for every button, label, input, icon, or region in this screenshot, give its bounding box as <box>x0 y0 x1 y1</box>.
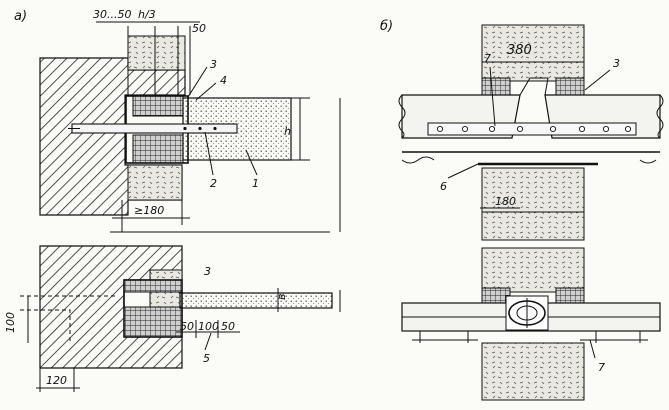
callout-5: 5 <box>203 352 210 365</box>
dim-b: в <box>275 294 288 300</box>
weld-joint-icon <box>505 295 549 331</box>
dim-120: 120 <box>46 374 67 387</box>
part-a-label: а) <box>14 9 27 24</box>
dim-180-b: 180 <box>495 195 516 208</box>
callout-3-b: 3 <box>613 57 620 70</box>
detail-a-top <box>39 21 341 233</box>
part-b-label: б) <box>380 19 393 34</box>
callout-4: 4 <box>220 74 227 87</box>
callout-2: 2 <box>210 177 217 190</box>
detail-a-bottom <box>20 245 341 392</box>
callout-3-a: 3 <box>210 58 217 71</box>
callout-1: 1 <box>252 177 259 190</box>
slab-panel <box>179 292 333 309</box>
callout-3-a2: 3 <box>204 265 211 278</box>
tie-strip <box>427 122 637 136</box>
callout-6: 6 <box>440 180 447 193</box>
dim-180-a: ≥180 <box>134 204 164 217</box>
dim-30-50: 30...50 <box>93 8 131 21</box>
dim-h: h <box>284 125 291 138</box>
brick-column <box>127 35 186 71</box>
wall-top-b <box>481 24 585 82</box>
dim-100-bottom: 100 <box>198 320 219 333</box>
dim-100-side: 100 <box>4 312 17 333</box>
detail-b <box>398 24 664 401</box>
wall-middle-b <box>481 167 585 241</box>
dim-50-b: 50 <box>221 320 235 333</box>
dim-50-top: 50 <box>192 22 206 35</box>
insulation-block-a-bottom <box>123 306 183 338</box>
wall-lower-b <box>481 247 585 293</box>
insulation-block-top <box>132 95 184 117</box>
dim-50-a: 50 <box>180 320 194 333</box>
wall-bottom-b <box>481 342 585 401</box>
brick-lower <box>127 164 183 201</box>
insulation-block-a-top <box>123 279 183 293</box>
callout-7-top: 7 <box>484 52 491 65</box>
callout-7-bottom: 7 <box>598 361 605 374</box>
dim-380: 380 <box>507 43 532 58</box>
anchor-bar <box>71 123 238 134</box>
insulation-block-bottom <box>132 134 184 164</box>
dim-h3: h/3 <box>138 8 156 21</box>
